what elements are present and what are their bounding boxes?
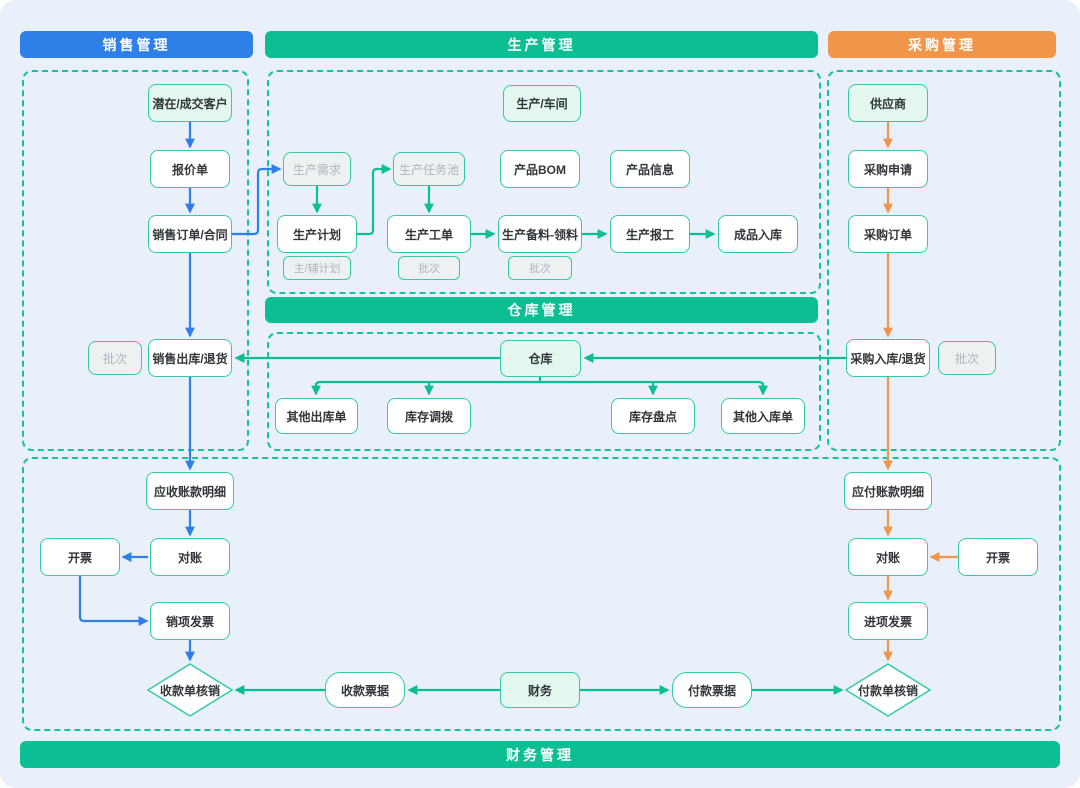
sales-batch-tag: 批次 (88, 341, 142, 375)
purchase-request-node: 采购申请 (848, 150, 928, 188)
receipt-verify-node: 收款单核销 (159, 683, 220, 698)
production-plan-node: 生产计划 (277, 215, 357, 253)
production-demand-tag: 生产需求 (283, 152, 351, 186)
sales-panel (22, 70, 249, 451)
purchase-management-header: 采购管理 (828, 31, 1056, 58)
task-pool-tag: 生产任务池 (393, 152, 465, 186)
input-invoice-node: 进项发票 (848, 602, 928, 640)
receivable-detail-node: 应收账款明细 (146, 472, 234, 510)
other-inbound-node: 其他入库单 (721, 398, 805, 434)
invoicing-right-node: 开票 (958, 538, 1038, 576)
stocktake-node: 库存盘点 (611, 398, 695, 434)
reconciliation-left-node: 对账 (150, 538, 230, 576)
edge-salesorder-proddemand (232, 164, 282, 236)
sales-management-header: 销售管理 (20, 31, 253, 58)
potential-customer-node: 潜在/成交客户 (148, 84, 232, 122)
finished-goods-inbound-node: 成品入库 (718, 215, 798, 253)
finance-panel (22, 457, 1061, 731)
payment-verify-diamond (844, 663, 932, 717)
material-picking-node: 生产备料-领料 (498, 215, 582, 253)
edge-prodplan-taskpool (357, 164, 392, 236)
receipt-verify-diamond (146, 663, 234, 717)
other-outbound-node: 其他出库单 (275, 398, 358, 434)
sales-order-node: 销售订单/合同 (148, 215, 232, 253)
warehouse-management-header: 仓库管理 (265, 297, 818, 323)
work-order-node: 生产工单 (387, 215, 471, 253)
supplier-node: 供应商 (848, 84, 928, 122)
invoicing-left-node: 开票 (40, 538, 120, 576)
purchase-panel (827, 70, 1061, 451)
warehouse-node: 仓库 (500, 340, 581, 377)
warehouse-panel (267, 332, 821, 451)
reconciliation-right-node: 对账 (848, 538, 928, 576)
finance-node: 财务 (500, 672, 580, 708)
payable-detail-node: 应付账款明细 (844, 472, 932, 510)
material-batch-tag: 批次 (508, 256, 572, 280)
production-panel (267, 70, 821, 294)
stock-transfer-node: 库存调拨 (387, 398, 471, 434)
workshop-node: 生产/车间 (503, 85, 581, 122)
edge-invoice-salesinvoice (78, 576, 149, 626)
purchase-batch-tag: 批次 (938, 341, 996, 375)
main-aux-plan-tag: 主/辅计划 (283, 256, 351, 280)
quote-node: 报价单 (150, 150, 230, 188)
edge-warehouse-branch-bar (314, 380, 765, 387)
product-info-node: 产品信息 (610, 150, 690, 188)
work-order-batch-tag: 批次 (398, 256, 460, 280)
payment-bill-node: 付款票据 (672, 672, 752, 708)
purchase-inbound-node: 采购入库/退货 (846, 339, 930, 377)
finance-management-header: 财务管理 (20, 741, 1060, 768)
production-management-header: 生产管理 (265, 31, 818, 58)
production-report-node: 生产报工 (610, 215, 690, 253)
receipt-bill-node: 收款票据 (325, 672, 405, 708)
product-bom-node: 产品BOM (500, 150, 580, 188)
sales-invoice-node: 销项发票 (150, 602, 230, 640)
sales-outbound-node: 销售出库/退货 (148, 339, 232, 377)
payment-verify-node: 付款单核销 (857, 683, 918, 698)
purchase-order-node: 采购订单 (848, 215, 928, 253)
